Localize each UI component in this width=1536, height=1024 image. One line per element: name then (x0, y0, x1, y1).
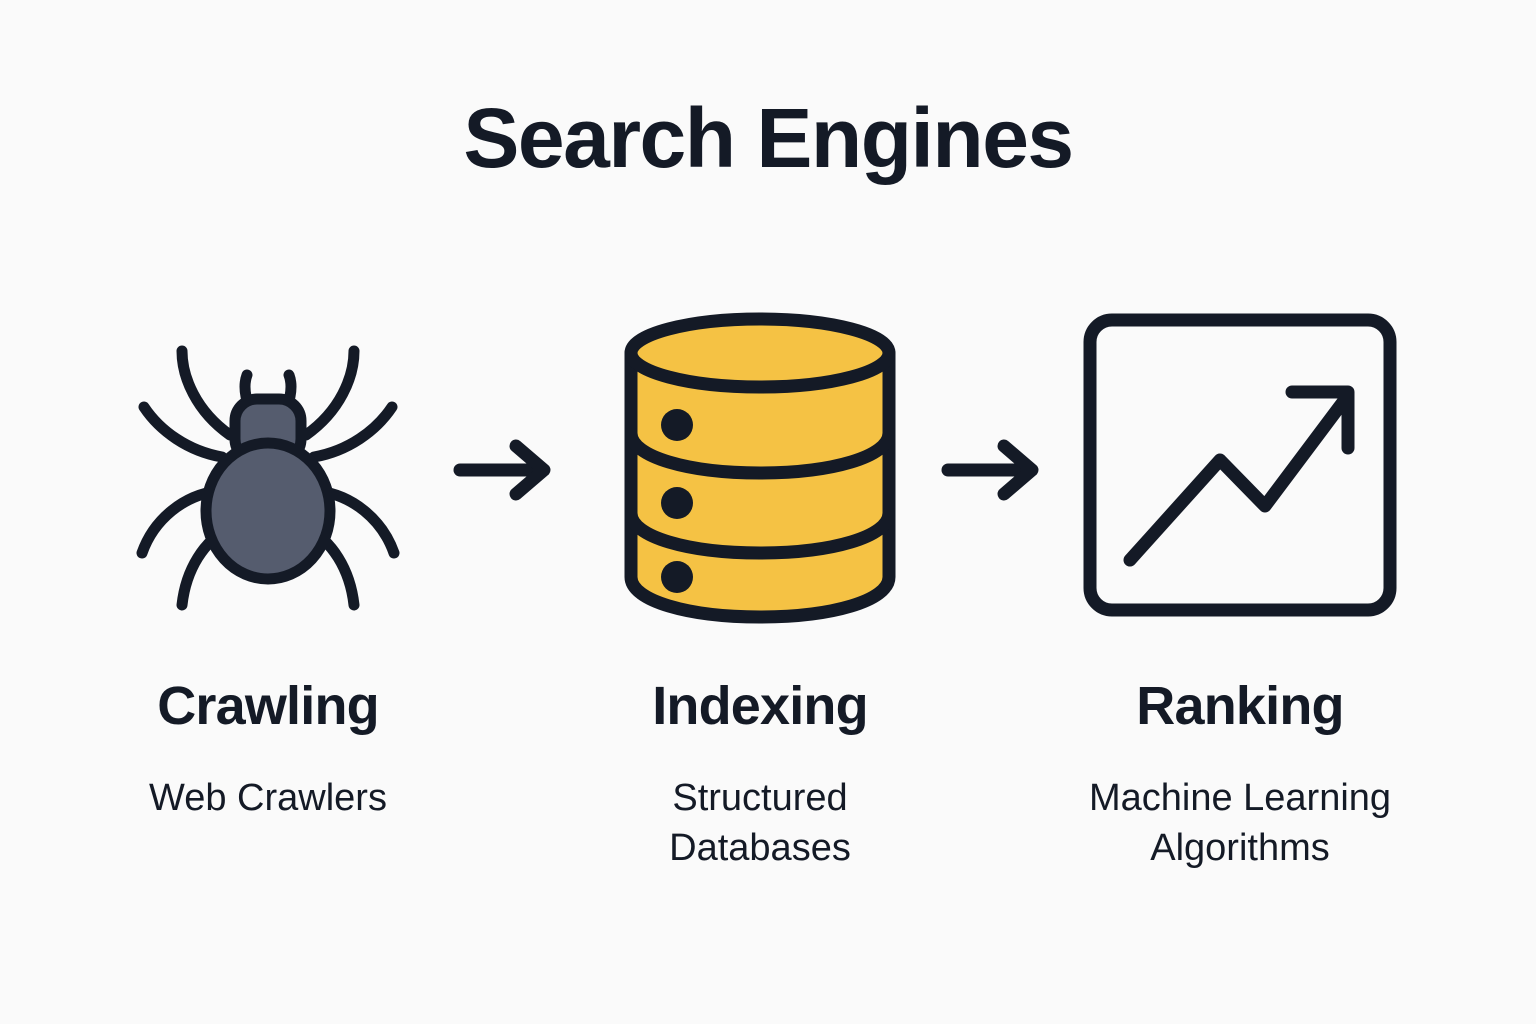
trending-up-chart-icon (1060, 300, 1420, 630)
step-title-crawling: Crawling (157, 676, 379, 736)
step-caption-crawling: Web Crawlers (149, 776, 387, 819)
process-flow: Crawling Web Crawlers (0, 300, 1536, 960)
step-caption-indexing: Structured Databases (669, 776, 851, 869)
step-title-ranking: Ranking (1136, 676, 1344, 736)
arrow-right-icon (940, 430, 1050, 510)
database-icon (580, 300, 940, 630)
step-title-indexing: Indexing (652, 676, 868, 736)
page-title: Search Engines (463, 91, 1074, 185)
step-indexing: Indexing Structured Databases (580, 300, 940, 873)
arrow-right-icon (452, 430, 562, 510)
spider-icon (88, 300, 448, 630)
step-ranking: Ranking Machine Learning Algorithms (1060, 300, 1420, 873)
step-caption-ranking: Machine Learning Algorithms (1088, 776, 1392, 869)
step-crawling: Crawling Web Crawlers (88, 300, 448, 823)
